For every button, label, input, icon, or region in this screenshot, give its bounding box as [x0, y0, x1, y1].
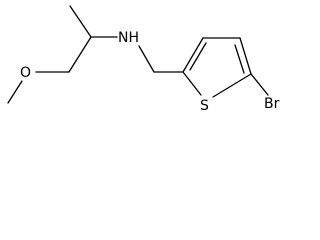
- atom-label-ether-oxygen: O: [20, 65, 31, 81]
- bond-ring-sulfur-c2: [182, 71, 202, 96]
- bond-methyl-to-methine: [69, 5, 92, 38]
- bond-nh-to-linker-ch2: [138, 45, 155, 73]
- bond-methine-to-methylene: [68, 36, 92, 73]
- atom-label-thiophene-sulfur: S: [200, 98, 209, 114]
- bond-ring-c4-c5: [239, 37, 252, 75]
- bond-ring-c2-c3: [182, 37, 204, 73]
- bond-c5-to-bromine: [250, 73, 269, 96]
- bond-ring-c5-sulfur: [212, 73, 252, 98]
- atom-label-amine: NH: [118, 30, 139, 46]
- atom-label-bromine: Br: [264, 96, 280, 112]
- bond-ring-c2-c3-double: [189, 42, 207, 71]
- molecule-structure-diagram: NH O S Br: [7, 5, 280, 114]
- bond-ring-c4-c5-double: [234, 44, 245, 74]
- bond-oxygen-to-methyl: [7, 80, 23, 104]
